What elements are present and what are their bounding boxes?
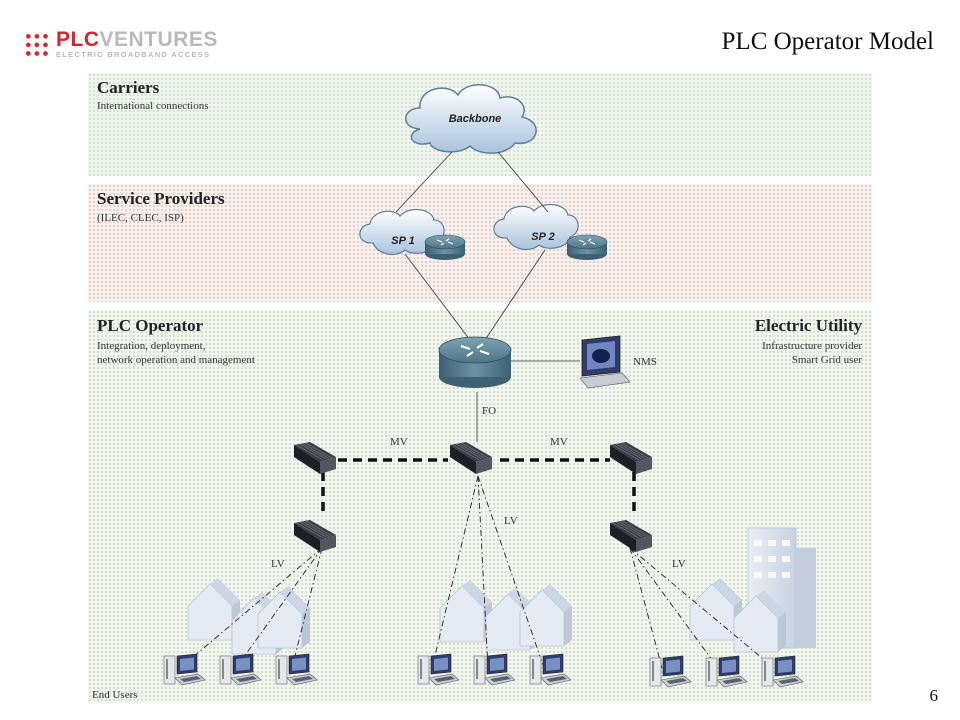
fo-link-label: FO [482,405,497,417]
sp1-cloud-icon [359,208,445,256]
mv-modem-center-icon [449,441,493,475]
lv-modem-left-icon [293,519,337,553]
sp1-label: SP 1 [391,235,414,247]
slide-number: 6 [929,686,939,705]
plc-core-router-icon [438,336,512,388]
lv-modem-right-icon [609,519,653,553]
mv-right-label: MV [550,436,568,448]
logo-name-rest: VENTURES [99,28,218,51]
lv-links [179,475,775,669]
lv-right-label: LV [672,558,686,570]
houses-left-icon [187,577,311,655]
plc-ventures-logo: PLCVENTURES ELECTRIC BROADBAND ACCESS [24,29,254,60]
plc-operator-subtext-1: Integration, deployment, [97,340,206,352]
plc-operator-heading: PLC Operator [97,316,204,335]
logo-name-accent: PLC [56,28,100,51]
nms-label: NMS [633,356,657,368]
sp2-label: SP 2 [531,231,554,243]
sp1-router-icon [424,234,466,260]
end-user-devices [163,653,804,688]
carriers-subtext: International connections [97,100,209,112]
lv-left-label: LV [271,558,285,570]
mv-links [321,458,636,515]
mv-modem-right-icon [609,441,653,475]
backbone-cloud-icon [405,84,537,154]
service-providers-subtext: (ILEC, CLEC, ISP) [97,212,184,224]
lv-center-label: LV [504,515,518,527]
electric-utility-subtext-1: Infrastructure provider [762,340,862,352]
logo-mark-icon [24,32,50,58]
electric-utility-subtext-2: Smart Grid user [791,354,862,366]
service-providers-heading: Service Providers [97,189,225,208]
electric-utility-heading: Electric Utility [754,316,862,335]
service-providers-band [88,184,872,302]
logo-wordmark: PLCVENTURES [56,29,218,51]
plc-operator-subtext-2: network operation and management [97,354,255,366]
sp2-cloud-icon [493,203,579,251]
sp2-router-icon [566,234,608,260]
mv-left-label: MV [390,436,408,448]
nms-workstation-icon [579,335,631,389]
end-users-label: End Users [92,689,138,701]
core-links [395,151,580,442]
carriers-heading: Carriers [97,78,160,97]
logo-tagline: ELECTRIC BROADBAND ACCESS [56,50,211,59]
slide-title: PLC Operator Model [721,28,934,55]
backbone-label: Backbone [449,113,502,125]
houses-center-icon [439,579,573,651]
mv-modem-left-icon [293,441,337,475]
